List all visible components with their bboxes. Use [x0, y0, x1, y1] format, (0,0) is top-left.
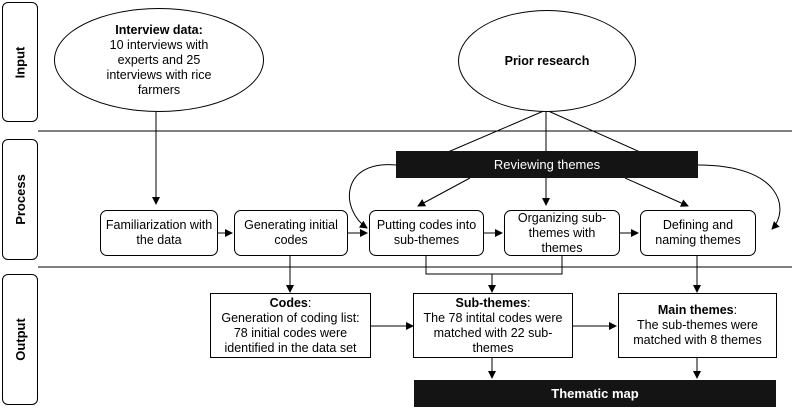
- subthemes-output-box: Sub-themes: The 78 intital codes were ma…: [413, 293, 573, 358]
- reviewing-themes-bar: Reviewing themes: [396, 151, 698, 178]
- defining-themes-box: Defining and naming themes: [640, 210, 756, 256]
- interview-data-line: experts and 25: [117, 52, 201, 67]
- curve-review-to-putting: [348, 164, 397, 229]
- generating-codes-label: Generating initial codes: [244, 218, 338, 247]
- familiarization-label: Familiarization with the data: [105, 218, 213, 247]
- codes-output-line: 78 initial codes were: [233, 325, 348, 340]
- thematic-map-bar: Thematic map: [414, 380, 776, 407]
- organizing-subthemes-box: Organizing sub-themes with themes: [504, 210, 620, 256]
- main-themes-output-heading: Main themes:: [658, 303, 737, 318]
- subthemes-output-line: matched with 22 sub-: [433, 325, 553, 340]
- stage-input-label: Input: [12, 46, 28, 78]
- subthemes-output-line: The 78 intital codes were: [423, 310, 563, 325]
- reviewing-themes-label: Reviewing themes: [493, 157, 601, 172]
- subthemes-output-heading: Sub-themes:: [455, 296, 530, 311]
- generating-codes-box: Generating initial codes: [234, 210, 348, 256]
- thematic-map-label: Thematic map: [551, 386, 639, 401]
- subthemes-output-title: Sub-themes: [455, 295, 528, 310]
- stage-process-label: Process: [12, 174, 28, 225]
- arrow-review-to-defining: [624, 177, 689, 207]
- subthemes-output-colon: :: [527, 295, 531, 310]
- main-themes-output-line: The sub-themes were: [637, 318, 758, 332]
- defining-themes-label: Defining and naming themes: [655, 218, 741, 247]
- arrow-review-to-putting: [417, 177, 471, 207]
- codes-output-line: Generation of coding list:: [221, 310, 360, 325]
- interview-data-line: interviews with rice: [106, 67, 212, 82]
- interview-data-line: farmers: [137, 82, 181, 97]
- familiarization-box: Familiarization with the data: [100, 210, 218, 256]
- line-prior-to-right: [545, 109, 641, 153]
- putting-codes-box: Putting codes into sub-themes: [369, 210, 484, 256]
- main-themes-output-line: matched with 8 themes: [633, 333, 762, 347]
- prior-research-label: Prior research: [504, 53, 590, 68]
- curve-review-to-defining: [697, 164, 781, 230]
- stage-output-label: Output: [12, 318, 28, 361]
- main-themes-output-box: Main themes: The sub-themes were matched…: [618, 293, 777, 358]
- codes-output-colon: :: [307, 295, 312, 310]
- connector-merge: [425, 256, 563, 275]
- subthemes-output-line: themes: [472, 340, 514, 355]
- putting-codes-label: Putting codes into sub-themes: [376, 218, 477, 247]
- codes-output-box: Codes: Generation of coding list: 78 ini…: [210, 293, 371, 358]
- codes-output-heading: Codes:: [270, 296, 312, 311]
- main-themes-output-colon: :: [733, 303, 738, 317]
- stage-input: Input: [2, 2, 38, 122]
- organizing-subthemes-label: Organizing sub-themes with themes: [517, 210, 607, 255]
- main-themes-output-title: Main themes: [657, 303, 734, 317]
- codes-output-line: identified in the data set: [224, 340, 357, 355]
- interview-data-title: Interview data:: [115, 22, 203, 37]
- line-prior-to-left: [447, 109, 547, 153]
- stage-process: Process: [2, 139, 38, 260]
- codes-output-title: Codes: [269, 295, 308, 310]
- interview-data-node: Interview data: 10 interviews with exper…: [54, 8, 264, 112]
- interview-data-line: 10 interviews with: [109, 37, 209, 52]
- stage-output: Output: [2, 274, 38, 405]
- prior-research-node: Prior research: [458, 10, 636, 112]
